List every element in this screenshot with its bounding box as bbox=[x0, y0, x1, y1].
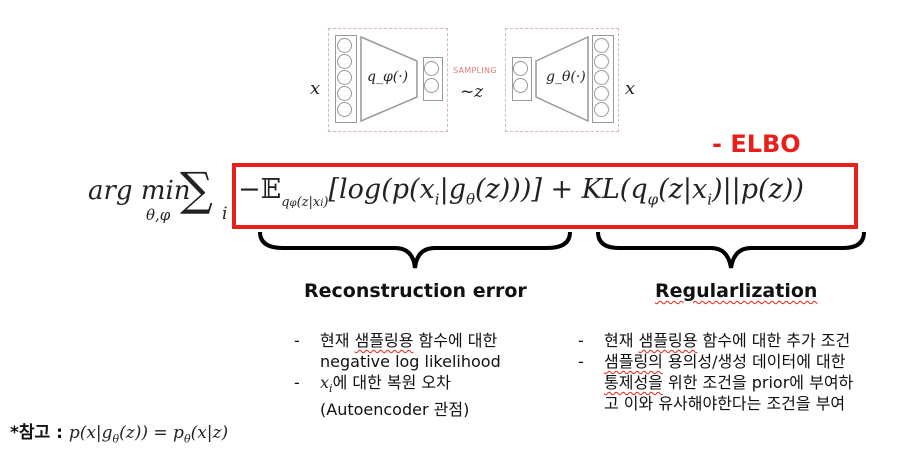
input-x-label: x bbox=[310, 78, 321, 99]
expectation-symbol: 𝔼 bbox=[260, 174, 282, 205]
autoencoder-diagram: x q_φ(·) SAMPLING ~z g_θ(·) x bbox=[300, 20, 650, 140]
decoder-label: g_θ(·) bbox=[546, 69, 586, 85]
note-label: *참고 : bbox=[10, 423, 69, 443]
argmin: arg min bbox=[88, 176, 191, 206]
reconstruction-list: 현재 샘플링용 함수에 대한 negative log likelihood x… bbox=[294, 330, 584, 420]
encoder-label: q_φ(·) bbox=[367, 69, 409, 85]
regularization-brace bbox=[596, 231, 866, 269]
decoder-shape bbox=[535, 35, 589, 123]
list-item: xi에 대한 복원 오차 (Autoencoder 관점) bbox=[294, 372, 584, 420]
list-item: 현재 샘플링용 함수에 대한 추가 조건 bbox=[578, 330, 900, 351]
elbo-label: - ELBO bbox=[712, 130, 801, 158]
regularization-title: Regularlization bbox=[655, 280, 818, 302]
output-x-label: x bbox=[625, 78, 636, 99]
reconstruction-brace bbox=[258, 231, 572, 269]
sum-sign: ∑ bbox=[180, 162, 213, 216]
sum-subscript: i bbox=[222, 204, 228, 224]
latent-z-label: ~z bbox=[460, 82, 484, 102]
elbo-expression: −𝔼qφ(z|xi)[log(p(xi|gθ(z)))] + KL(qφ(z|x… bbox=[238, 174, 804, 210]
note-formula: p(x|gθ(z)) = pθ(x|z) bbox=[68, 423, 229, 446]
regularization-list: 현재 샘플링용 함수에 대한 추가 조건 샘플링의 용의성/생성 데이터에 대한… bbox=[578, 330, 900, 414]
list-item: 샘플링의 용의성/생성 데이터에 대한 통제성을 위한 조건을 prior에 부… bbox=[578, 351, 900, 414]
encoder-shape bbox=[360, 35, 418, 123]
encoder-box: q_φ(·) bbox=[328, 28, 448, 132]
list-item: 현재 샘플링용 함수에 대한 negative log likelihood bbox=[294, 330, 584, 372]
reconstruction-term: [log(p(xi|gθ(z)))] + KL(qφ(z|xi)||p(z)) bbox=[328, 174, 804, 209]
elbo-highlight-box bbox=[232, 163, 858, 229]
argmin-subscript: θ,φ bbox=[146, 206, 171, 224]
objective-formula: arg min θ,φ ∑ i −𝔼qφ(z|xi)[log(p(xi|gθ(z… bbox=[0, 160, 903, 240]
decoder-box: g_θ(·) bbox=[505, 28, 619, 132]
sampling-label: SAMPLING bbox=[453, 66, 497, 75]
minus-sign: − bbox=[238, 174, 261, 205]
reconstruction-title: Reconstruction error bbox=[304, 280, 527, 302]
expectation-subscript: qφ(z|xi) bbox=[281, 195, 329, 210]
reference-note: *참고 : p(x|gθ(z)) = pθ(x|z) bbox=[10, 418, 228, 445]
